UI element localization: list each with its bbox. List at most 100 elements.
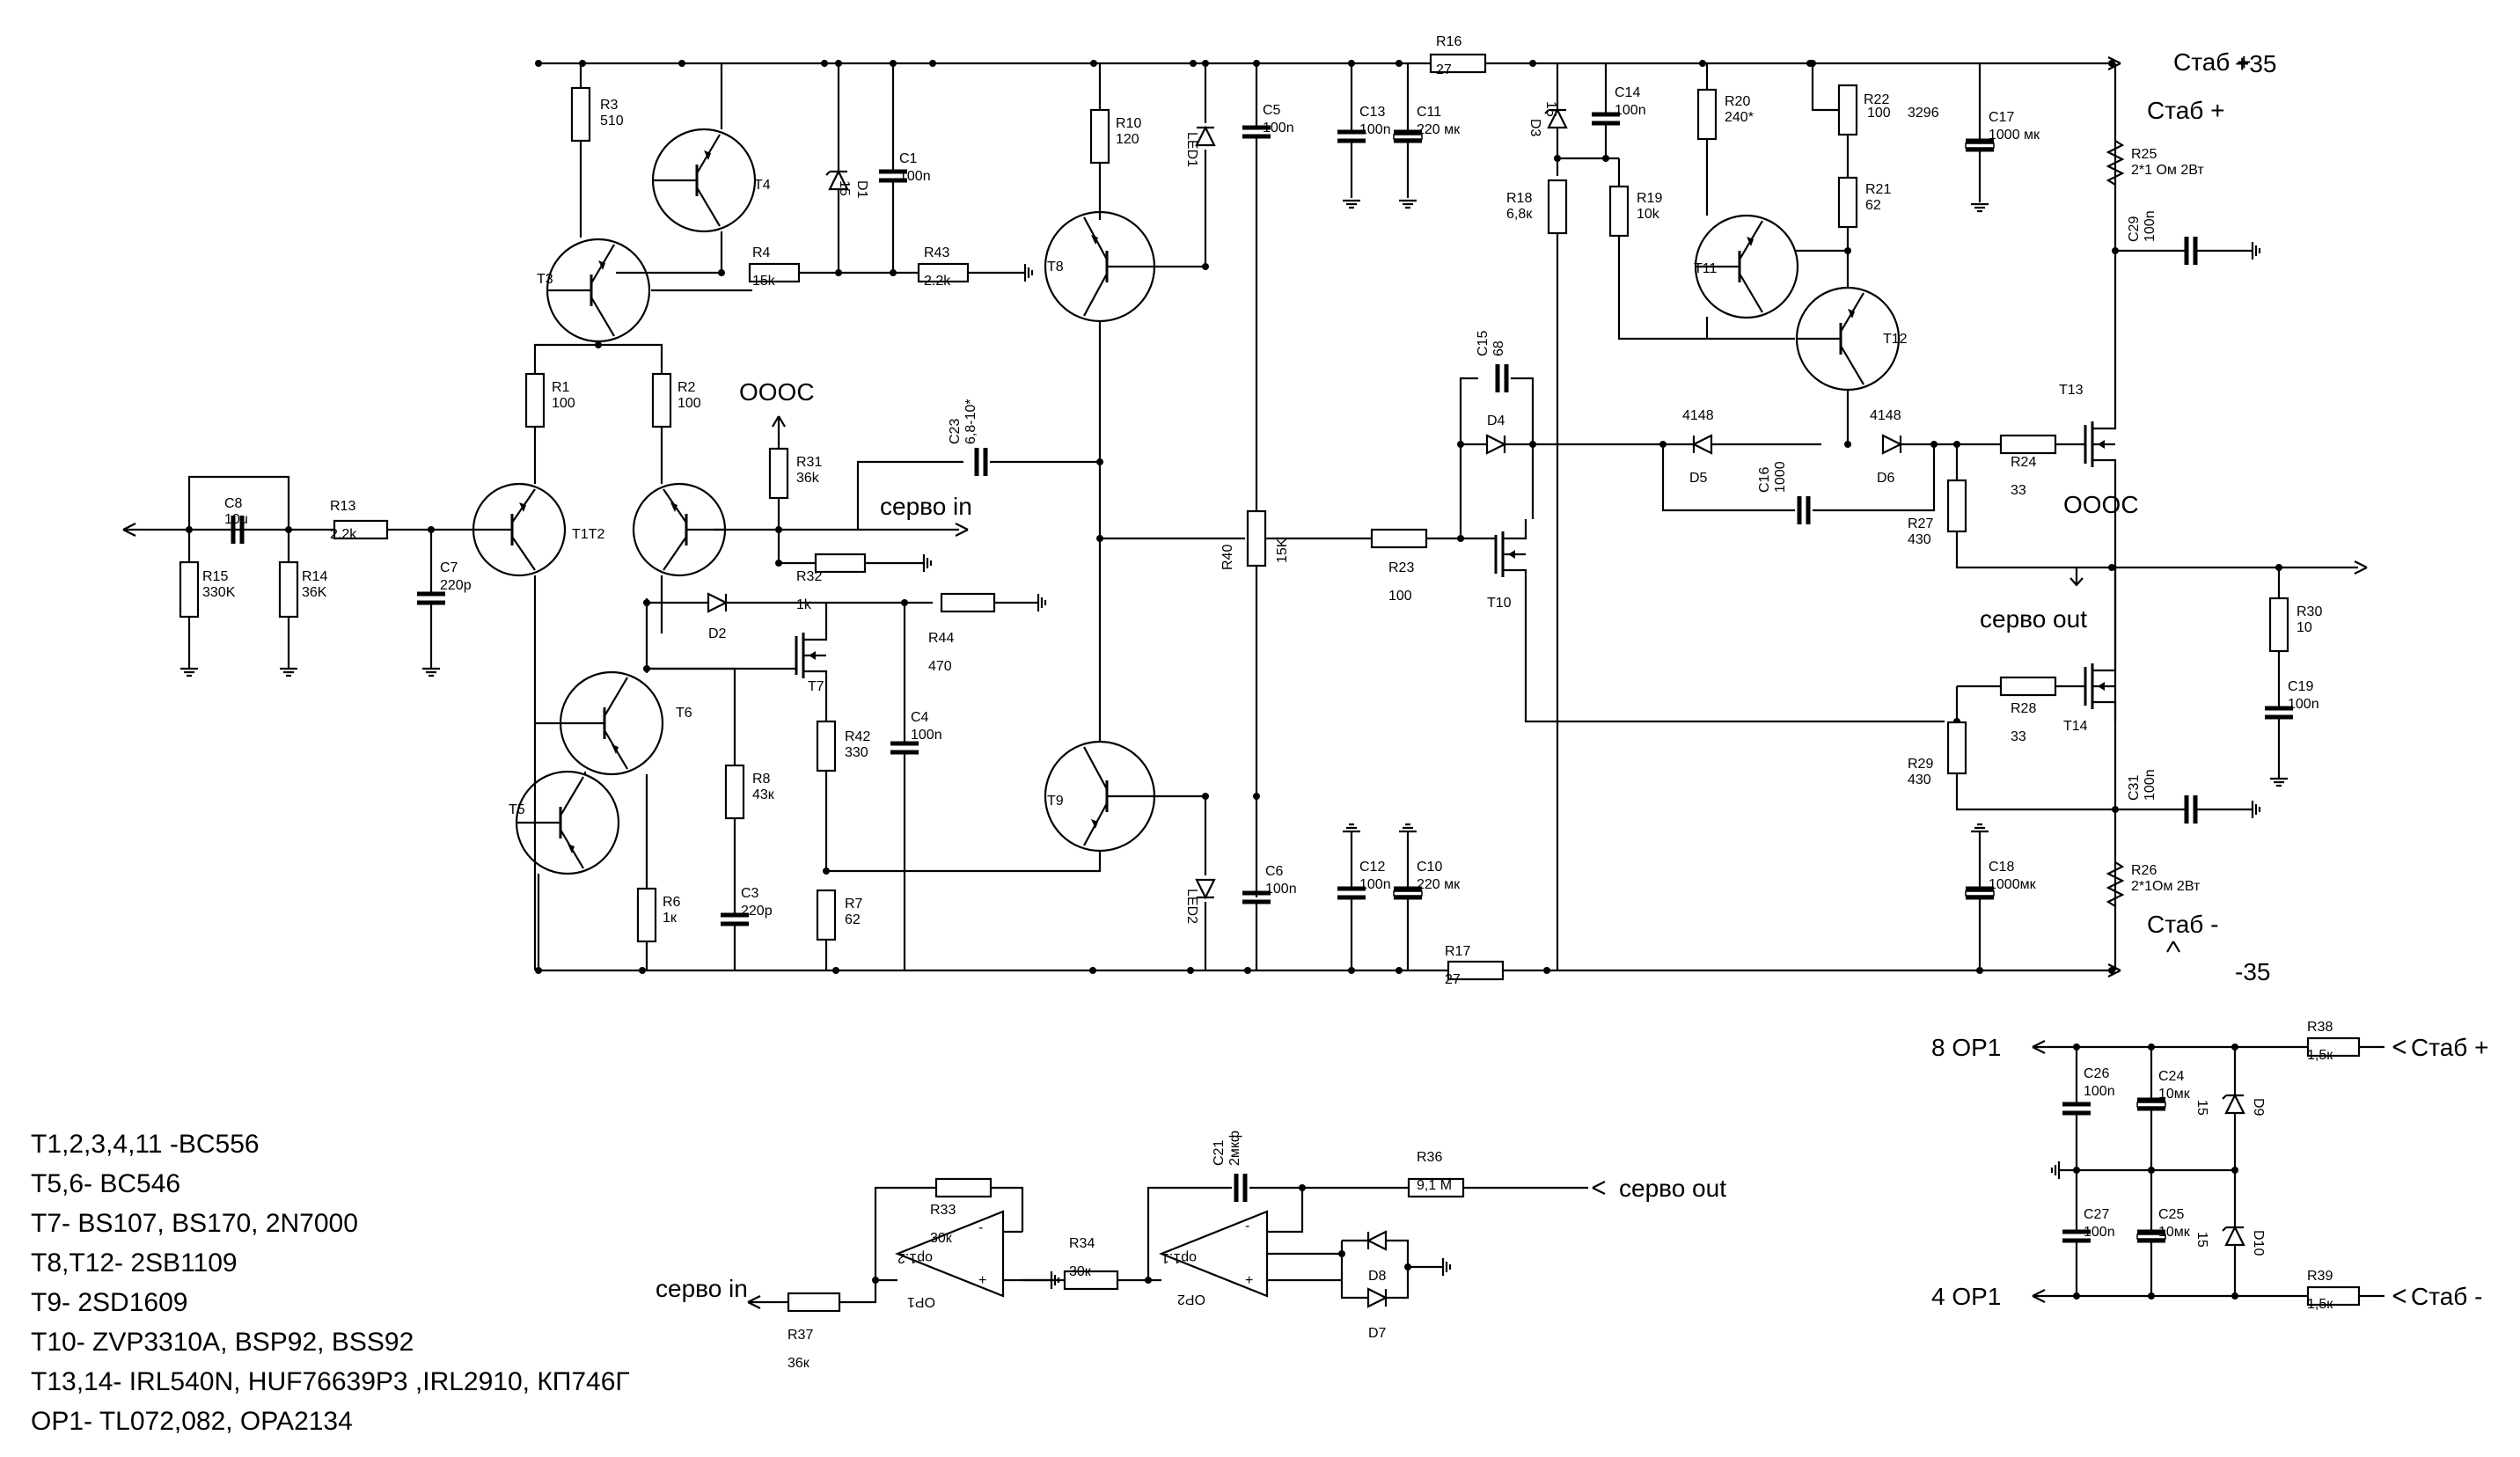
- ref-C12: C12: [1359, 860, 1385, 875]
- value-R22: 100: [1867, 106, 1891, 121]
- transistor-T1T2-arrow: [670, 502, 678, 512]
- ref-R33: R33: [930, 1203, 956, 1218]
- ref-C7: C7: [440, 560, 458, 575]
- ref-R3: R3: [600, 98, 619, 113]
- ref-R31: R31: [796, 455, 822, 470]
- ref-T5: T5: [509, 802, 525, 817]
- resistor-R20: [1696, 88, 1718, 141]
- ref-LED2: LED2: [1184, 889, 1199, 924]
- ref-R17: R17: [1445, 944, 1470, 959]
- ref-R19: R19: [1637, 191, 1662, 206]
- wire: [1511, 377, 1535, 519]
- ref-D1: D1: [854, 180, 869, 199]
- ref-T11: T11: [1694, 261, 1717, 276]
- arrow: [772, 415, 786, 428]
- diode-LED2: [1195, 878, 1216, 900]
- value-R6: 1к: [663, 911, 678, 926]
- resistor-R39: [2306, 1285, 2361, 1307]
- junction-dot: [643, 599, 650, 606]
- junction-dot: [1187, 967, 1194, 974]
- value-C19: 100n: [2288, 697, 2319, 712]
- wire: [840, 1280, 877, 1304]
- junction-dot: [1554, 155, 1561, 162]
- ref-R21: R21: [1865, 182, 1891, 197]
- transistor-T4-arrow: [704, 150, 711, 160]
- ground-symbol: [180, 667, 198, 677]
- ref-D8: D8: [1368, 1269, 1387, 1284]
- net-servo-out-b: серво out: [1619, 1175, 1726, 1202]
- ref-R1: R1: [552, 380, 570, 395]
- value-R30: 10: [2297, 620, 2312, 635]
- transistor-T9-col: [1083, 746, 1108, 790]
- labels: +35-35R1627R1727C810μR15330KR1436KR132.2…: [31, 34, 2488, 1436]
- ground-symbol: [2270, 777, 2288, 787]
- junction-dot: [1090, 60, 1097, 67]
- junction-dot: [929, 60, 936, 67]
- value-C27: 100n: [2084, 1225, 2115, 1240]
- value-C7: 220p: [440, 578, 472, 593]
- ref-R6: R6: [663, 895, 681, 910]
- junction-dot: [535, 60, 542, 67]
- label-op1: OP1: [907, 1294, 935, 1309]
- junction-dot: [1202, 263, 1209, 270]
- value-C23: 6,8-10*: [963, 399, 978, 444]
- value-R34: 30к: [1069, 1264, 1092, 1279]
- wire: [187, 475, 290, 530]
- value-R28: 33: [2011, 729, 2026, 744]
- resistor-R37: [787, 1292, 841, 1313]
- ground-symbol: [1971, 823, 1989, 833]
- net-servo-in: серво in: [880, 493, 972, 520]
- ref-C19: C19: [2288, 679, 2313, 694]
- ref-R28: R28: [2011, 701, 2036, 716]
- net-oooc-right: OOOC: [2063, 491, 2139, 518]
- resistor-R22: [1837, 84, 1858, 136]
- junction-dot: [1190, 60, 1197, 67]
- diode-LED1: [1195, 125, 1216, 147]
- value-R36: 9,1 M: [1417, 1178, 1452, 1193]
- junction-dot: [285, 526, 292, 533]
- junction-dot: [1543, 967, 1550, 974]
- ref-R14: R14: [302, 569, 327, 584]
- value-R23: 100: [1388, 589, 1412, 604]
- value-R19: 10k: [1637, 207, 1660, 222]
- ref-R18: R18: [1506, 191, 1532, 206]
- junction-dot: [775, 526, 782, 533]
- ref-C29: C29: [2127, 216, 2142, 242]
- value-C6: 100n: [1265, 882, 1297, 897]
- arrow: [2107, 56, 2121, 70]
- ref-D6: D6: [1877, 471, 1895, 486]
- ref-C3: C3: [741, 886, 759, 901]
- resistor-R18: [1547, 179, 1568, 235]
- mosfet-T14-arrow: [2098, 682, 2105, 691]
- ref-R22: R22: [1864, 92, 1889, 107]
- ref-R36: R36: [1417, 1150, 1442, 1165]
- value-C8: 10μ: [224, 512, 248, 527]
- ref-R40: R40: [1220, 545, 1235, 570]
- junction-dot: [1396, 60, 1403, 67]
- ref-R7: R7: [845, 897, 863, 912]
- diode-D1-bar: [825, 170, 847, 176]
- ref-T1T2: T1T2: [572, 527, 604, 542]
- ref-R38: R38: [2307, 1020, 2333, 1035]
- wire: [533, 343, 663, 374]
- ref-C10: C10: [1417, 860, 1442, 875]
- net-stab-plus-2: Стаб +: [2147, 97, 2224, 124]
- ref-C6: C6: [1265, 864, 1284, 879]
- transistor-T3-emit: [590, 297, 615, 337]
- junction-dot: [872, 1277, 879, 1284]
- resistor-R44: [940, 592, 996, 613]
- wire: [991, 1186, 1024, 1232]
- value-R3: 510: [600, 113, 624, 128]
- rail-plus-label: +35: [2235, 50, 2277, 77]
- resistor-R40: [1246, 509, 1267, 567]
- ref-R23: R23: [1388, 560, 1414, 575]
- wire: [1459, 377, 1478, 538]
- resistor-R7: [816, 889, 837, 941]
- ref-T10: T10: [1487, 596, 1512, 611]
- value-C1: 100n: [899, 169, 931, 184]
- ref-T3: T3: [537, 272, 553, 287]
- junction-dot: [775, 560, 782, 567]
- value-R38: 1,5к: [2307, 1048, 2333, 1063]
- ref-C4: C4: [911, 710, 929, 725]
